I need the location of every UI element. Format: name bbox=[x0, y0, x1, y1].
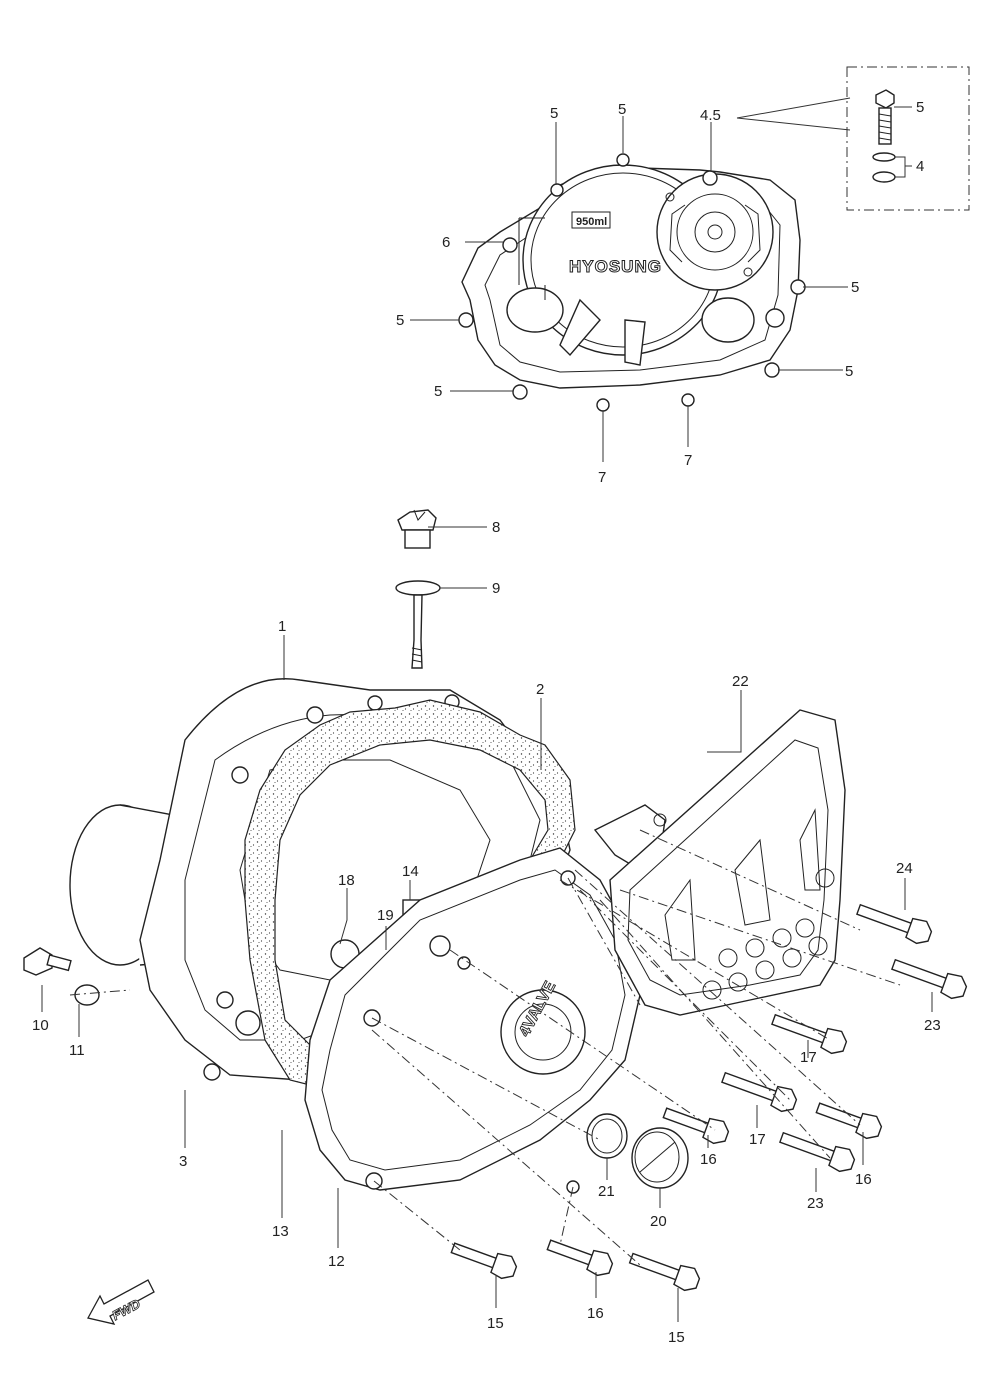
o-ring-21 bbox=[586, 1113, 628, 1159]
callout-5a: 5 bbox=[550, 105, 558, 122]
clutch-cover-12: 4VALVE bbox=[304, 847, 641, 1194]
callout-5g: 5 bbox=[845, 363, 853, 380]
leader-lines bbox=[41, 97, 933, 1322]
oil-capacity-label: 950ml bbox=[576, 216, 607, 228]
callout-16a: 16 bbox=[700, 1151, 717, 1168]
callout-14: 14 bbox=[402, 863, 419, 880]
callout-15a: 15 bbox=[487, 1315, 504, 1332]
callout-19: 19 bbox=[377, 907, 394, 924]
callout-7b: 7 bbox=[684, 452, 692, 469]
callout-5d: 5 bbox=[396, 312, 404, 329]
clutch-cover-top: HYOSUNG 950ml bbox=[458, 153, 806, 412]
callout-3: 3 bbox=[179, 1153, 187, 1170]
callout-20: 20 bbox=[650, 1213, 667, 1230]
callout-4-5: 4.5 bbox=[700, 107, 721, 124]
bolt-washer-inset bbox=[846, 66, 970, 211]
brand-logo: HYOSUNG bbox=[569, 257, 662, 276]
callout-5b: 5 bbox=[618, 101, 626, 118]
callout-10: 10 bbox=[32, 1017, 49, 1034]
callout-16b: 16 bbox=[855, 1171, 872, 1188]
fwd-arrow: FWD bbox=[87, 1279, 155, 1325]
callout-16c: 16 bbox=[587, 1305, 604, 1322]
callout-2: 2 bbox=[536, 681, 544, 698]
callout-17b: 17 bbox=[749, 1131, 766, 1148]
callout-24: 24 bbox=[896, 860, 913, 877]
callout-13: 13 bbox=[272, 1223, 289, 1240]
callout-5c: 5 bbox=[916, 99, 924, 116]
callout-5e: 5 bbox=[851, 279, 859, 296]
callout-17a: 17 bbox=[800, 1049, 817, 1066]
callout-4: 4 bbox=[916, 158, 924, 175]
callout-6: 6 bbox=[442, 234, 450, 251]
o-ring-9 bbox=[395, 580, 441, 596]
plug-20 bbox=[631, 1127, 689, 1189]
bolts bbox=[450, 903, 968, 1292]
callout-15b: 15 bbox=[668, 1329, 685, 1346]
callout-labels: 5 5 4.5 5 4 6 5 5 5 5 7 7 8 9 1 2 22 18 … bbox=[32, 99, 941, 1346]
callout-23b: 23 bbox=[807, 1195, 824, 1212]
callout-21: 21 bbox=[598, 1183, 615, 1200]
washer-11 bbox=[74, 984, 100, 1006]
callout-23a: 23 bbox=[924, 1017, 941, 1034]
drain-bolt-10 bbox=[23, 947, 72, 976]
callout-8: 8 bbox=[492, 519, 500, 536]
oil-filter-plate bbox=[656, 173, 774, 291]
callout-1: 1 bbox=[278, 618, 286, 635]
callout-7a: 7 bbox=[598, 469, 606, 486]
callout-12: 12 bbox=[328, 1253, 345, 1270]
callout-9: 9 bbox=[492, 580, 500, 597]
sprocket-cover-22 bbox=[593, 709, 846, 1016]
oil-filler-plug bbox=[395, 509, 441, 669]
callout-11: 11 bbox=[69, 1042, 85, 1059]
callout-5f: 5 bbox=[434, 383, 442, 400]
callout-22: 22 bbox=[732, 673, 749, 690]
callout-18: 18 bbox=[338, 872, 355, 889]
assembly-centerlines bbox=[69, 829, 901, 1266]
